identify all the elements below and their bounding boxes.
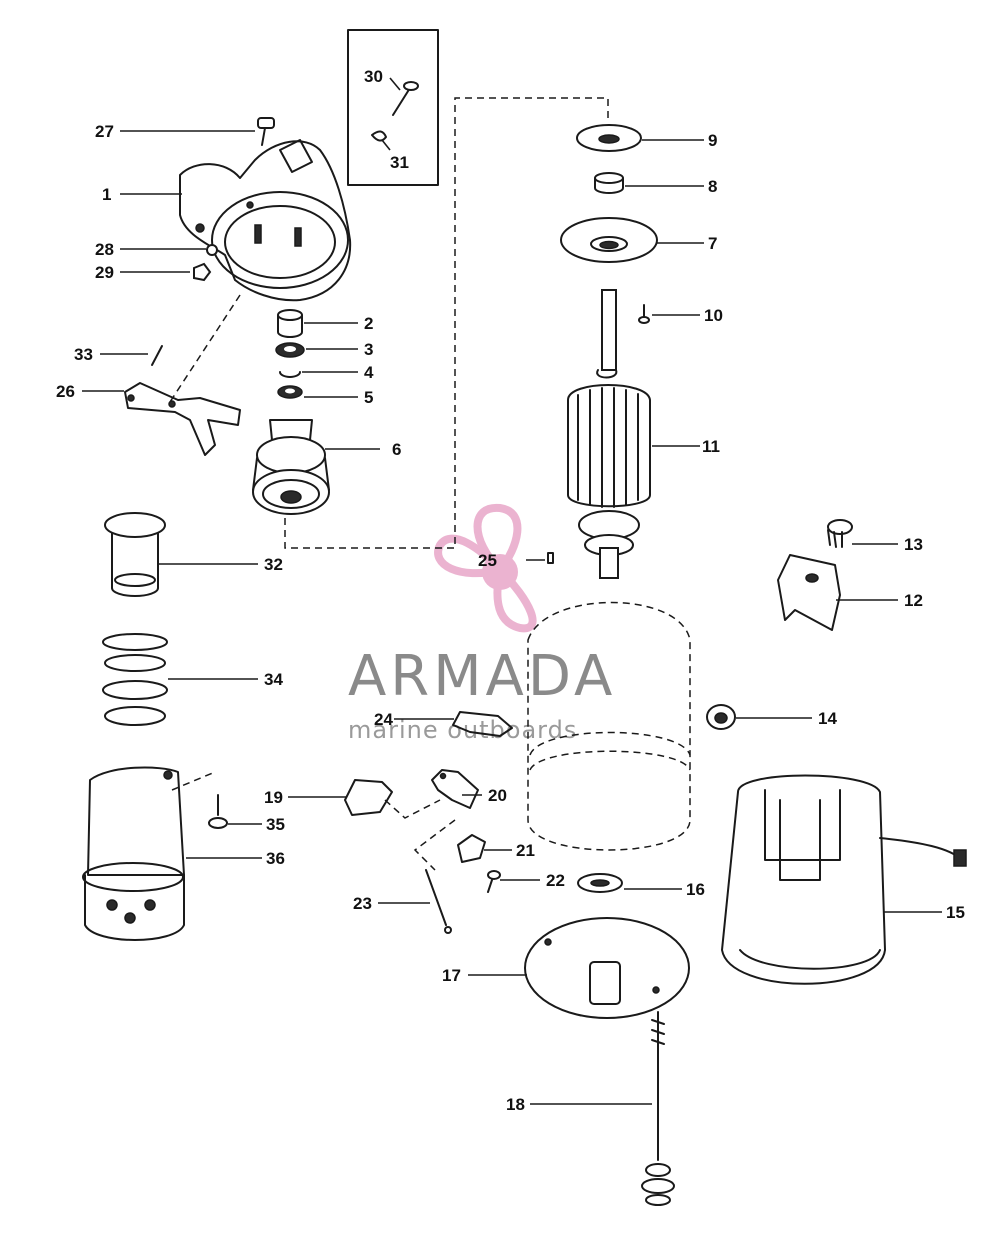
part-20-brush-spring bbox=[431, 769, 479, 809]
callout-15: 15 bbox=[946, 903, 965, 922]
callout-16: 16 bbox=[686, 880, 705, 899]
callout-35: 35 bbox=[266, 815, 285, 834]
callout-29: 29 bbox=[95, 263, 114, 282]
part-4-snap-ring bbox=[279, 371, 301, 378]
callout-34: 34 bbox=[264, 670, 283, 689]
callout-14: 14 bbox=[818, 709, 837, 728]
assembly-path-shift-lever bbox=[167, 294, 241, 406]
part-26-shift-lever bbox=[124, 382, 241, 456]
callout-13: 13 bbox=[904, 535, 923, 554]
callout-24: 24 bbox=[374, 710, 393, 729]
field-frame-outline bbox=[527, 601, 691, 851]
part-34-spring bbox=[102, 633, 168, 726]
watermark-brand: ARMADA bbox=[348, 644, 616, 709]
part-36-solenoid bbox=[82, 766, 185, 941]
inset-box bbox=[347, 29, 439, 186]
part-16-washer bbox=[577, 873, 623, 893]
part-6-drive-gear bbox=[252, 419, 330, 515]
part-2-bushing bbox=[277, 309, 303, 338]
part-23-pin bbox=[425, 869, 452, 934]
callout-32: 32 bbox=[264, 555, 283, 574]
callout-labels: 1 2 3 4 5 6 7 8 9 10 11 12 13 14 15 16 1… bbox=[56, 67, 965, 1114]
callout-17: 17 bbox=[442, 966, 461, 985]
part-22-screw bbox=[487, 870, 501, 893]
callout-25: 25 bbox=[478, 551, 497, 570]
callout-19: 19 bbox=[264, 788, 283, 807]
callout-leaders bbox=[82, 77, 942, 1105]
callout-1: 1 bbox=[102, 185, 111, 204]
callout-30: 30 bbox=[364, 67, 383, 86]
part-9-washer bbox=[576, 124, 642, 152]
callout-11: 11 bbox=[702, 437, 720, 456]
callout-31: 31 bbox=[390, 153, 409, 172]
part-27-bolt bbox=[257, 117, 275, 146]
callout-6: 6 bbox=[392, 440, 401, 459]
callout-22: 22 bbox=[546, 871, 565, 890]
part-15-field-coil bbox=[721, 774, 967, 985]
callout-5: 5 bbox=[364, 388, 373, 407]
callout-23: 23 bbox=[353, 894, 372, 913]
callout-2: 2 bbox=[364, 314, 373, 333]
callout-3: 3 bbox=[364, 340, 373, 359]
part-33-pin bbox=[151, 345, 163, 366]
part-24-clip bbox=[452, 711, 513, 737]
part-10-screw bbox=[638, 304, 650, 324]
part-32-solenoid-plunger bbox=[104, 512, 166, 597]
callout-36: 36 bbox=[266, 849, 285, 868]
callout-7: 7 bbox=[708, 234, 717, 253]
part-35-screw bbox=[208, 794, 228, 829]
assembly-path-armature bbox=[284, 97, 609, 549]
callout-10: 10 bbox=[704, 306, 723, 325]
callout-18: 18 bbox=[506, 1095, 525, 1114]
part-21-brush-clip bbox=[457, 834, 486, 863]
callout-4: 4 bbox=[364, 363, 374, 382]
part-14-grommet bbox=[706, 704, 736, 730]
callout-21: 21 bbox=[516, 841, 535, 860]
callout-28: 28 bbox=[95, 240, 114, 259]
part-18-through-bolt bbox=[641, 1011, 675, 1206]
part-12-brush-holder bbox=[777, 554, 841, 631]
assembly-path-brush bbox=[384, 799, 441, 819]
part-13-screw bbox=[827, 519, 853, 548]
callout-27: 27 bbox=[95, 122, 114, 141]
callout-26: 26 bbox=[56, 382, 75, 401]
callout-33: 33 bbox=[74, 345, 93, 364]
part-19-brush bbox=[344, 779, 393, 816]
part-31-retainer bbox=[371, 130, 387, 142]
callout-12: 12 bbox=[904, 591, 923, 610]
part-3-washer bbox=[275, 342, 305, 358]
assembly-path-screw bbox=[171, 771, 216, 791]
callout-20: 20 bbox=[488, 786, 507, 805]
watermark-tagline: marine outboards bbox=[348, 716, 577, 744]
part-17-end-cap bbox=[524, 917, 690, 1019]
part-1-drive-housing bbox=[179, 139, 352, 302]
part-29-nut bbox=[193, 262, 212, 282]
part-7-end-plate bbox=[560, 217, 658, 263]
callout-8: 8 bbox=[708, 177, 717, 196]
part-25-small-clip bbox=[547, 552, 554, 564]
part-30-bolt bbox=[392, 81, 419, 116]
part-28-washer bbox=[206, 244, 218, 256]
part-11-armature bbox=[567, 289, 651, 579]
part-5-collar bbox=[277, 385, 303, 399]
assembly-path-pin bbox=[413, 819, 456, 871]
armada-watermark: ARMADA marine outboards bbox=[348, 503, 616, 744]
part-8-bushing bbox=[594, 172, 624, 194]
callout-9: 9 bbox=[708, 131, 717, 150]
